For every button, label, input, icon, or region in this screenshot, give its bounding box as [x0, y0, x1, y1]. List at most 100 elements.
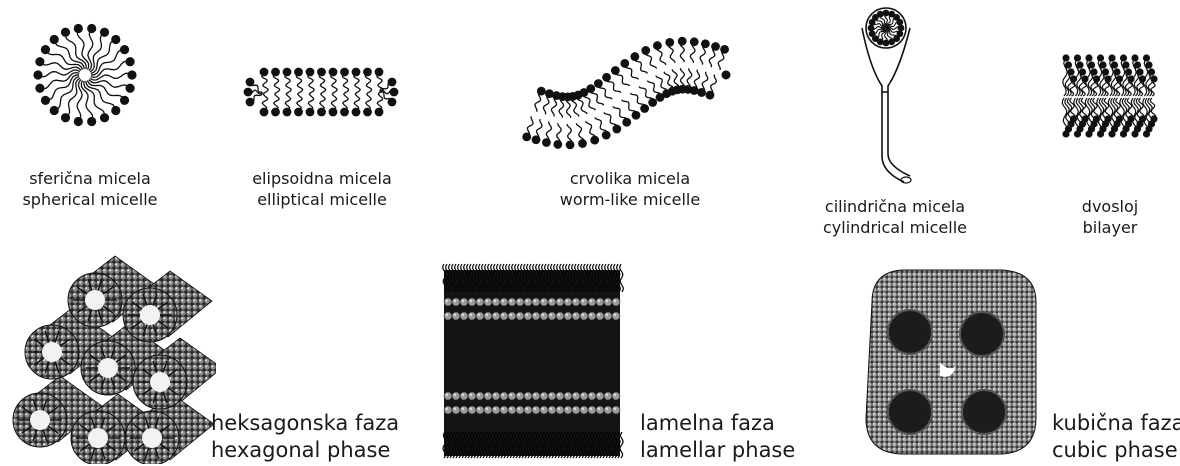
surfactant-head	[1088, 61, 1095, 68]
surfactant-head	[1070, 115, 1077, 122]
surfactant-head-highlight	[589, 313, 592, 316]
cubic-phase-figure	[852, 262, 1042, 460]
surfactant-head-highlight	[597, 299, 600, 302]
surfactant-head	[1136, 68, 1143, 75]
surfactant-tail	[87, 81, 124, 101]
surfactant-tail	[296, 74, 302, 92]
surfactant-tail	[308, 92, 313, 110]
surfactant-head	[508, 312, 516, 320]
surfactant-head	[476, 392, 484, 400]
label-en: hexagonal phase	[211, 437, 399, 464]
elliptical-micelle-figure	[242, 66, 400, 118]
cubic-phase-label: kubična faza cubic phase	[1052, 410, 1180, 464]
surfactant-head-highlight	[445, 299, 448, 302]
surfactant-tail	[46, 50, 83, 70]
surfactant-head	[596, 312, 604, 320]
surfactant-head-highlight	[573, 407, 576, 410]
worm-like-micelle-label: crvolika micela worm-like micelle	[540, 168, 720, 210]
surfactant-head	[532, 312, 540, 320]
surfactant-head	[460, 312, 468, 320]
surfactant-head	[294, 68, 303, 77]
surfactant-head	[640, 104, 649, 113]
surfactant-head	[317, 108, 326, 117]
cylinder-core	[150, 372, 170, 392]
label-sl: lamelna faza	[640, 410, 795, 437]
surfactant-head	[653, 41, 662, 50]
surfactant-head	[516, 406, 524, 414]
surfactant-head	[630, 52, 639, 61]
surfactant-head-highlight	[605, 393, 608, 396]
surfactant-head	[87, 117, 96, 126]
surfactant-head	[468, 406, 476, 414]
surfactant-head-highlight	[541, 299, 544, 302]
surfactant-head	[1076, 61, 1083, 68]
surfactant-head-highlight	[485, 407, 488, 410]
surfactant-head-highlight	[557, 393, 560, 396]
surfactant-head	[612, 125, 621, 134]
surfactant-head	[35, 84, 44, 93]
label-en: worm-like micelle	[540, 189, 720, 210]
surfactant-head	[532, 406, 540, 414]
surfactant-head-highlight	[517, 407, 520, 410]
label-sl: elipsoidna micela	[232, 168, 412, 189]
surfactant-head	[476, 298, 484, 306]
surfactant-tail	[54, 77, 79, 111]
surfactant-head	[460, 406, 468, 414]
surfactant-head	[665, 38, 674, 47]
surfactant-head-highlight	[541, 393, 544, 396]
surfactant-head	[1062, 54, 1069, 61]
label-sl: sferična micela	[0, 168, 180, 189]
surfactant-head	[74, 117, 83, 126]
surfactant-head-highlight	[549, 299, 552, 302]
surfactant-head	[508, 392, 516, 400]
surfactant-head	[564, 406, 572, 414]
surfactant-head	[594, 79, 603, 88]
surfactant-head	[375, 108, 384, 117]
surfactant-head	[452, 392, 460, 400]
surfactant-head	[283, 108, 292, 117]
surfactant-head-highlight	[453, 299, 456, 302]
surfactant-head	[1145, 61, 1152, 68]
surfactant-head	[125, 84, 134, 93]
surfactant-head	[1125, 68, 1132, 75]
surfactant-head	[548, 392, 556, 400]
surfactant-head-highlight	[613, 407, 616, 410]
surfactant-head-highlight	[605, 299, 608, 302]
surfactant-head	[468, 312, 476, 320]
surfactant-head	[678, 37, 687, 46]
surfactant-tail	[285, 74, 291, 92]
surfactant-head-highlight	[533, 313, 536, 316]
surfactant-head	[50, 106, 59, 115]
surfactant-head	[578, 139, 587, 148]
surfactant-head	[566, 140, 575, 149]
surfactant-head-highlight	[445, 393, 448, 396]
surfactant-head-highlight	[565, 313, 568, 316]
surfactant-head	[877, 11, 884, 18]
label-sl: cilindrična micela	[800, 196, 990, 217]
surfactant-head	[540, 406, 548, 414]
surfactant-head	[444, 298, 452, 306]
surfactant-head	[244, 88, 253, 97]
surfactant-head	[468, 298, 476, 306]
surfactant-head	[556, 298, 564, 306]
surfactant-head	[542, 138, 551, 147]
surfactant-head	[492, 298, 500, 306]
surfactant-head	[1127, 115, 1134, 122]
label-en: spherical micelle	[0, 189, 180, 210]
surfactant-head	[641, 46, 650, 55]
cylinder-tube	[882, 92, 910, 182]
surfactant-head	[596, 392, 604, 400]
surfactant-head	[127, 70, 136, 79]
surfactant-head	[1065, 61, 1072, 68]
surfactant-tail	[77, 29, 88, 70]
surfactant-head	[1085, 54, 1092, 61]
surfactant-head	[492, 392, 500, 400]
surfactant-head	[1150, 115, 1157, 122]
surfactant-head	[100, 28, 109, 37]
surfactant-tail	[620, 432, 623, 458]
surfactant-head	[329, 68, 338, 77]
surfactant-tail	[89, 80, 130, 89]
surfactant-head	[620, 59, 629, 68]
cylinder-core	[98, 358, 118, 378]
surfactant-head	[572, 312, 580, 320]
